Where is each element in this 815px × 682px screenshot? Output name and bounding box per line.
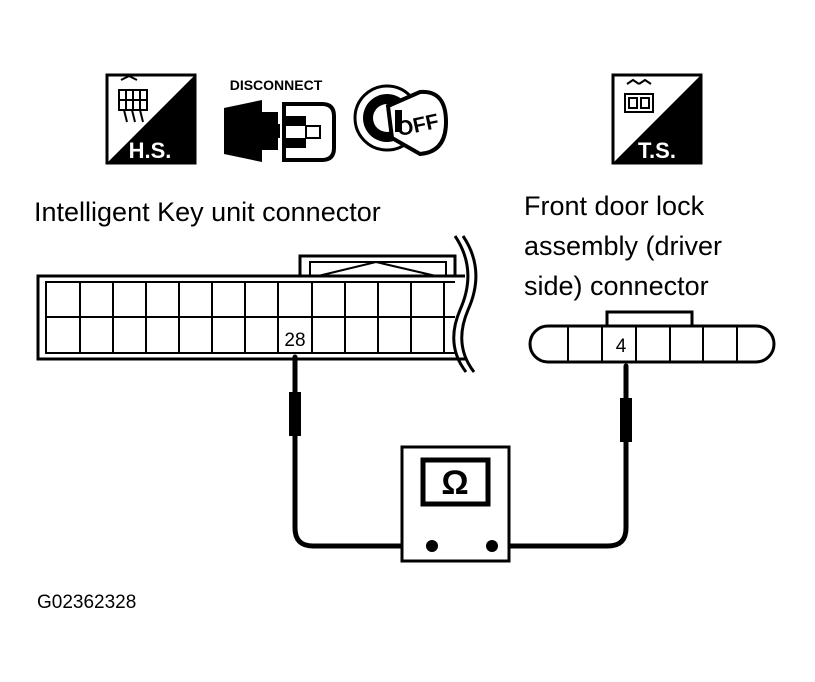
right-connector-title-line-1: Front door lock: [524, 191, 705, 221]
disconnect-icon: [224, 100, 336, 162]
disconnect-label: DISCONNECT: [230, 77, 323, 93]
right-pin-label: 4: [616, 336, 627, 357]
harness-side-badge: H.S.: [105, 73, 197, 165]
front-door-lock-assembly-connector: 4: [528, 310, 776, 364]
right-connector-title: Front door lock assembly (driver side) c…: [524, 191, 722, 301]
terminal-side-badge: T.S.: [611, 73, 703, 165]
left-connector-title: Intelligent Key unit connector: [34, 197, 381, 227]
terminal-side-icon: [624, 78, 654, 113]
right-connector-title-line-3: side) connector: [524, 271, 709, 301]
right-connector-title-line-2: assembly (driver: [524, 231, 722, 261]
terminal-side-label: T.S.: [638, 138, 676, 163]
left-pin-label: 28: [284, 330, 305, 351]
ignition-off-badge: OFF: [353, 84, 449, 157]
disconnect-badge: DISCONNECT: [224, 77, 336, 162]
harness-side-icon: [118, 74, 148, 123]
probe-grips: [289, 392, 632, 442]
ohmmeter: Ω: [400, 445, 511, 563]
ignition-key-off-icon: [353, 84, 449, 157]
meter-terminal-left: [426, 540, 438, 552]
harness-side-label: H.S.: [129, 138, 172, 163]
ohmmeter-icon: Ω: [441, 464, 468, 502]
intelligent-key-unit-connector: 28: [36, 235, 478, 373]
figure-code: G02362328: [37, 592, 136, 613]
meter-terminal-right: [486, 540, 498, 552]
meter-leads: [292, 354, 629, 549]
